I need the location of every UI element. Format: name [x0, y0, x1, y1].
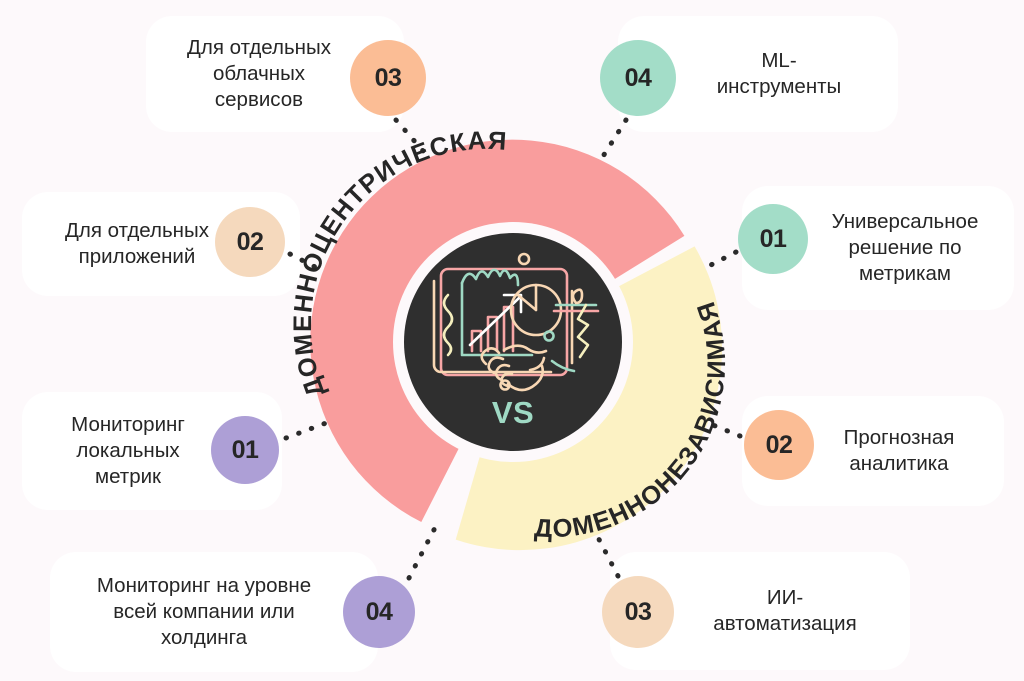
chart-axis-icon: [460, 281, 534, 357]
dot-accent-low-icon: [499, 379, 511, 391]
callout-text-left-04: Мониторинг на уровне всей компании или х…: [96, 574, 312, 649]
burst-crown-icon: [460, 268, 520, 287]
number-badge-left-04[interactable]: 04: [343, 576, 415, 648]
zigzag-accent-icon: [576, 303, 590, 359]
dashboard-frame-icon: [439, 267, 569, 377]
callout-text-left-03: Для отдельных облачных сервисов: [187, 36, 331, 111]
dot-accent-top-icon: [517, 252, 531, 266]
dashboard-shadow-frame-icon: [432, 279, 553, 374]
center-hub[interactable]: VS: [404, 233, 622, 451]
number-badge-left-03[interactable]: 03: [350, 40, 426, 116]
handshake-arm-icon: [550, 359, 576, 373]
callout-text-left-01: Мониторинг локальных метрик: [71, 413, 185, 488]
callout-text-right-01: Универсальное решение по метрикам: [831, 210, 979, 285]
pie-slice-icon: [516, 283, 538, 312]
squiggle-accent-icon: [442, 293, 454, 357]
center-icon-group: [432, 252, 600, 392]
loop-accent-icon: [571, 288, 584, 305]
callout-text-left-02: Для отдельных приложений: [65, 219, 209, 268]
callout-text-right-04: ML- инструменты: [716, 49, 842, 98]
number-badge-left-01[interactable]: 01: [211, 416, 279, 484]
number-badge-right-04[interactable]: 04: [600, 40, 676, 116]
number-badge-right-03[interactable]: 03: [602, 576, 674, 648]
trend-arrow-head-icon: [502, 293, 523, 314]
number-badge-right-01[interactable]: 01: [738, 204, 808, 274]
callout-card-left-04[interactable]: Мониторинг на уровне всей компании или х…: [50, 552, 378, 672]
callout-text-right-03: ИИ- автоматизация: [713, 586, 857, 635]
handshake-icon: [480, 344, 548, 392]
number-badge-right-02[interactable]: 02: [744, 410, 814, 480]
vs-label: VS: [491, 395, 535, 430]
number-badge-left-02[interactable]: 02: [215, 207, 285, 277]
callout-text-right-02: Прогнозная аналитика: [843, 426, 955, 475]
bar-chart-icon: [470, 305, 515, 353]
dot-accent-mid-icon: [543, 330, 555, 342]
